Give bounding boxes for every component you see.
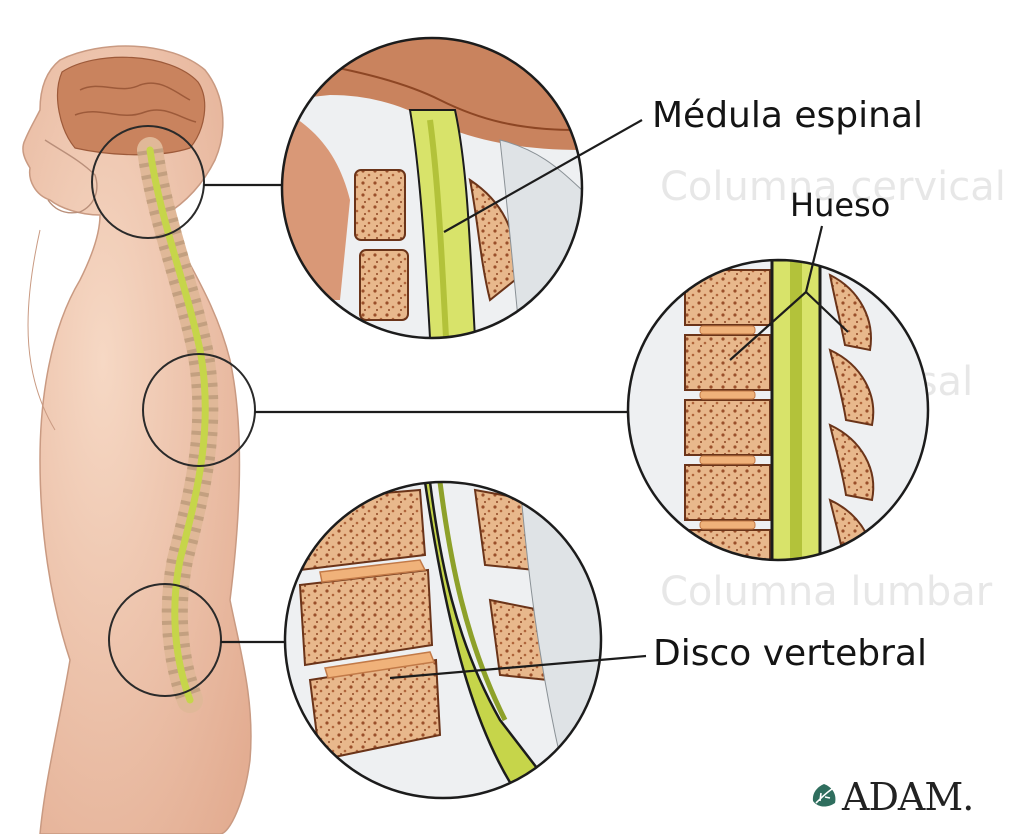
adam-logo: ADAM. [808,778,973,816]
detail-dorsal [628,260,928,580]
detail-lumbar [285,482,601,798]
human-body [23,46,251,834]
logo-text: ADAM. [842,778,973,816]
label-vertebral-disc: Disco vertebral [653,636,927,672]
detail-cervical [282,38,582,338]
label-bone: Hueso [790,189,890,221]
ghost-label-lumbar: Columna lumbar [660,569,993,615]
label-spinal-cord: Médula espinal [652,98,923,134]
leaf-icon [808,781,840,813]
